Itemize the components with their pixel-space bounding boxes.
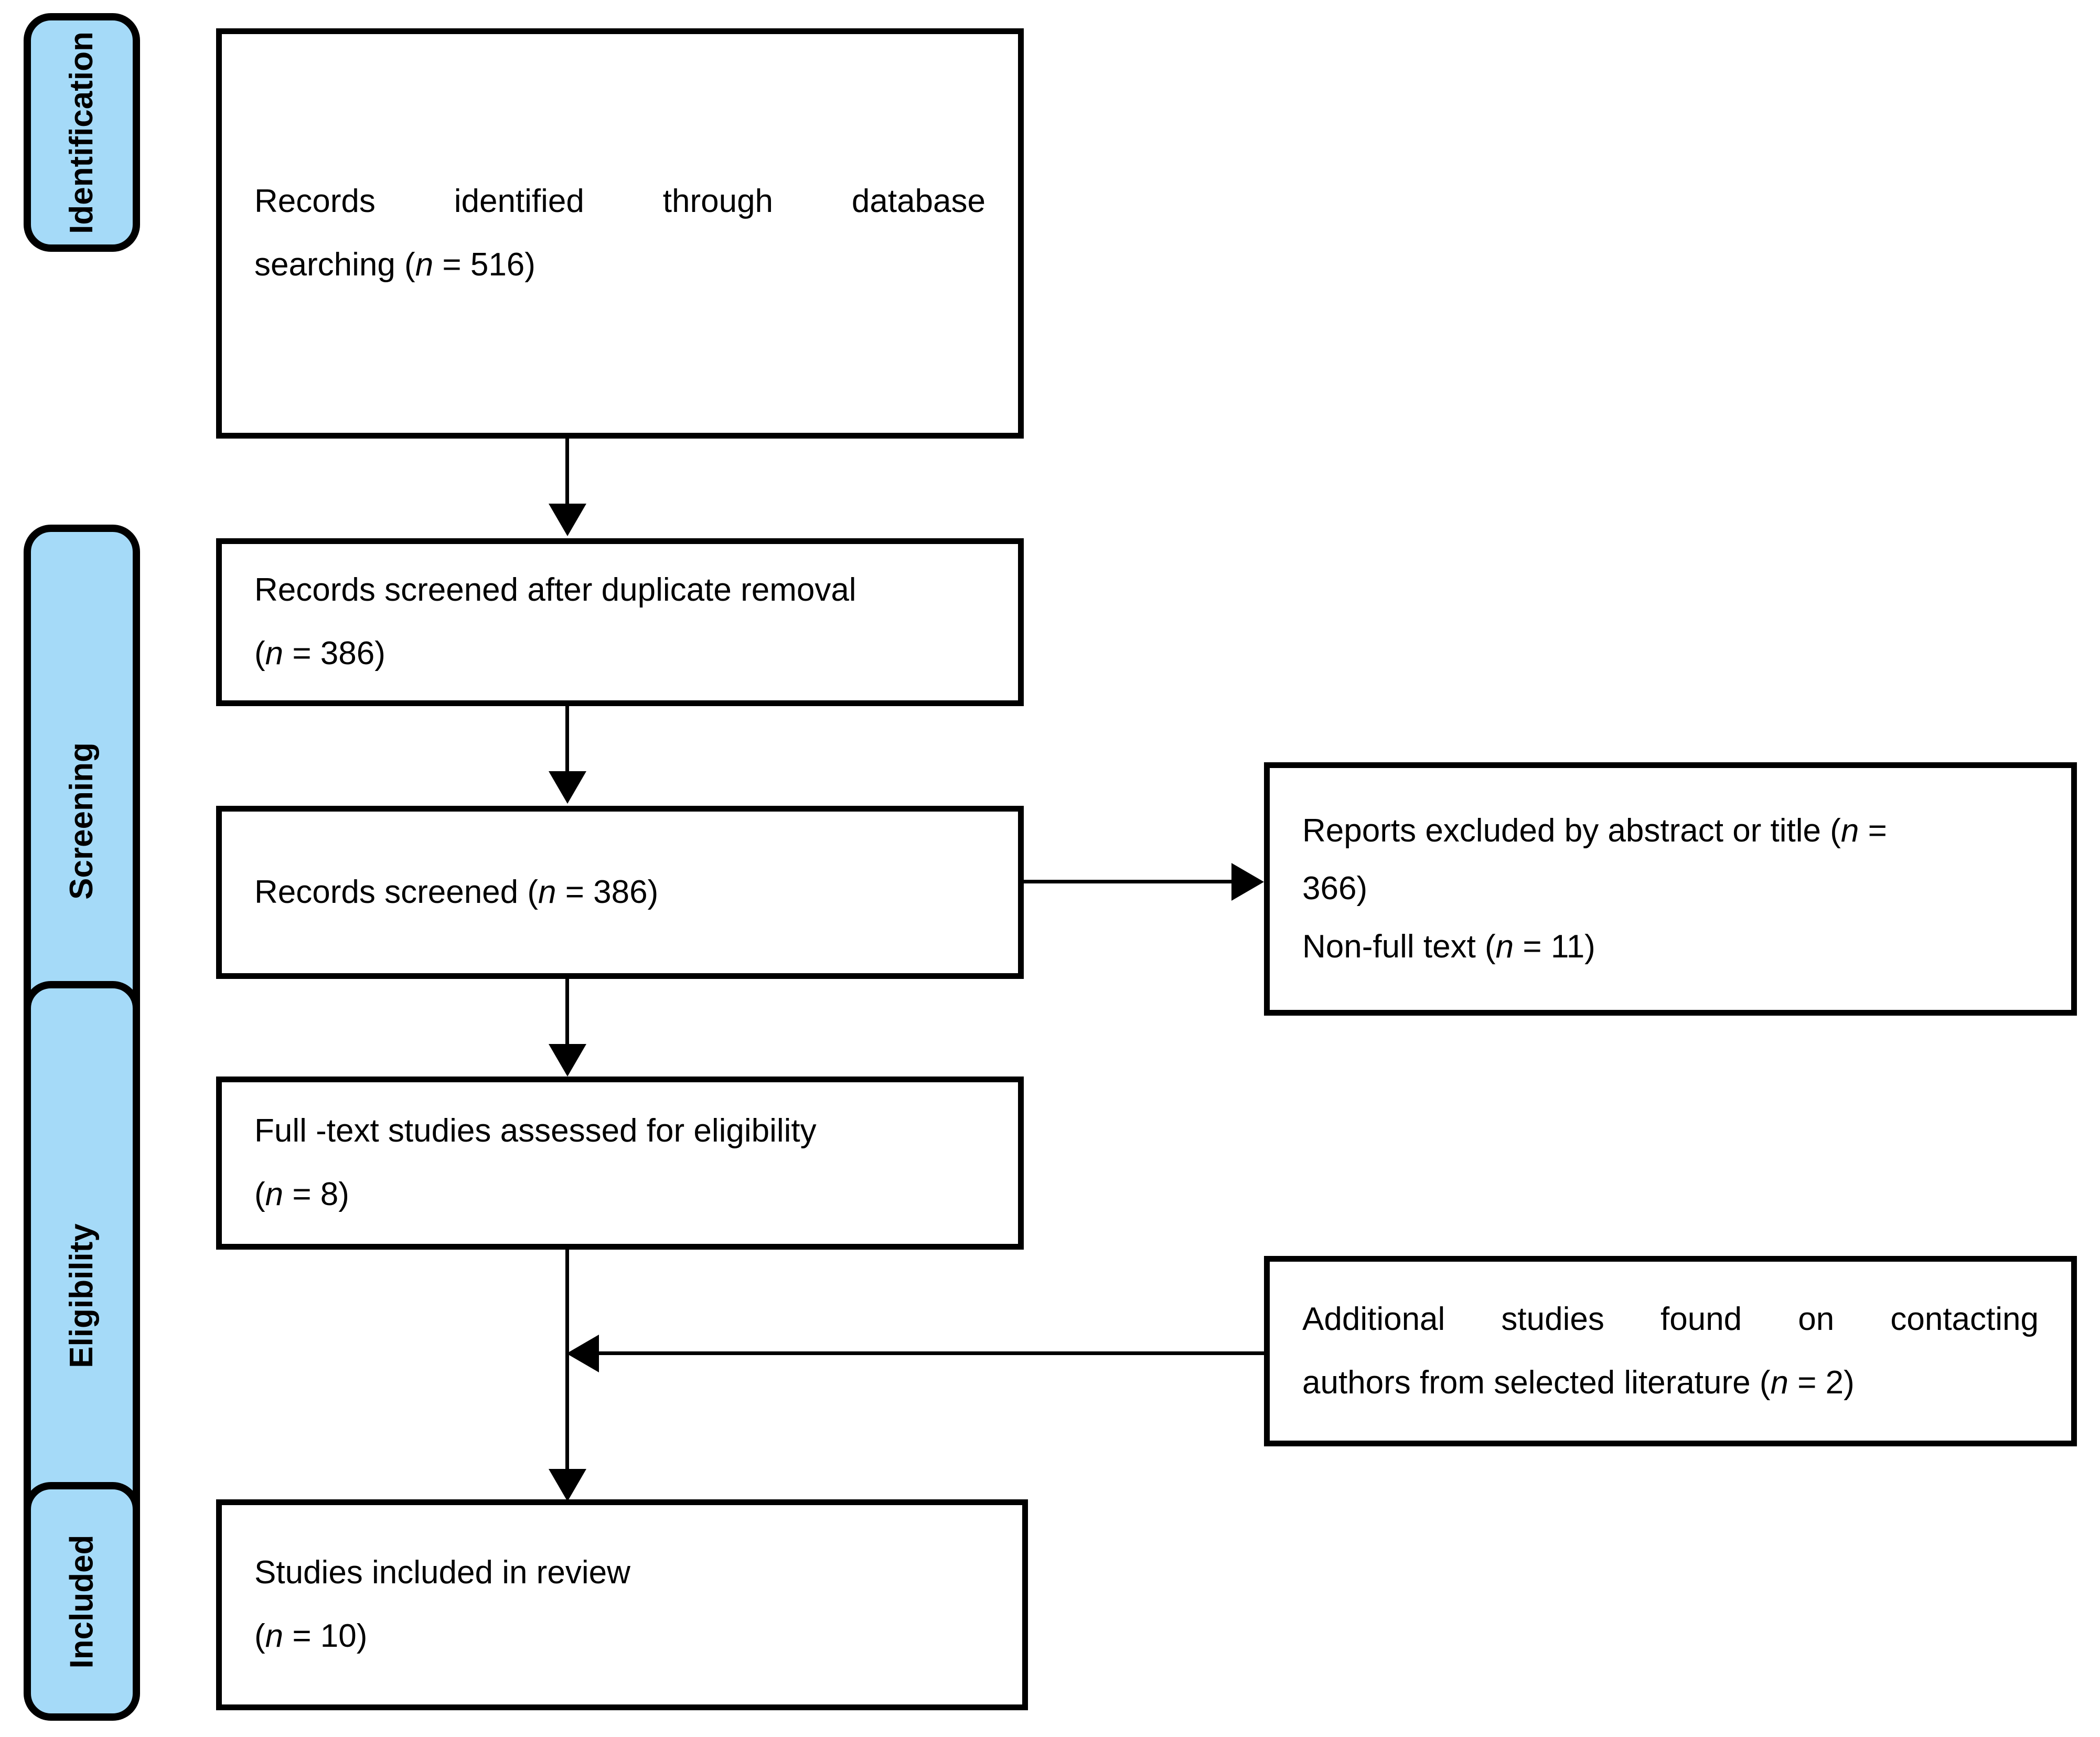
box-reports-excluded-line-1: Reports excluded by abstract or title (n… — [1302, 812, 1887, 849]
arrowhead-after-duplicates-to-screened — [549, 771, 586, 804]
box-full-text-studies-line-2: (n = 8) — [254, 1176, 349, 1212]
connector-screened-to-excluded — [1024, 880, 1234, 883]
connector-after-duplicates-to-screened — [565, 706, 569, 774]
connector-screened-to-fulltext — [565, 979, 569, 1047]
box-records-identified-line-1: Records identified through database — [254, 183, 985, 220]
box-records-screened-line-1: Records screened (n = 386) — [254, 873, 659, 910]
n-symbol: n — [1770, 1364, 1788, 1401]
connector-additional-to-fulltext-stem — [598, 1351, 1266, 1355]
box-studies-included-text: Studies included in review (n = 10) — [222, 1541, 1022, 1668]
box-full-text-studies-line-1: Full -text studies assessed for eligibil… — [254, 1113, 817, 1149]
stage-label-screening: Screening — [63, 742, 100, 900]
n-symbol: n — [1495, 928, 1514, 965]
box-records-screened-after-duplicate-removal: Records screened after duplicate removal… — [216, 538, 1024, 706]
n-symbol: n — [1840, 812, 1859, 849]
box-full-text-studies-text: Full -text studies assessed for eligibil… — [222, 1100, 1018, 1227]
box-records-screened-text: Records screened (n = 386) — [222, 861, 1018, 924]
box-studies-included-line-2: (n = 10) — [254, 1618, 368, 1654]
arrowhead-screened-to-excluded — [1231, 863, 1264, 901]
box-full-text-studies-assessed: Full -text studies assessed for eligibil… — [216, 1077, 1024, 1250]
box-reports-excluded: Reports excluded by abstract or title (n… — [1264, 762, 2077, 1016]
box-after-duplicates-text: Records screened after duplicate removal… — [222, 559, 1018, 686]
box-after-duplicates-line-1: Records screened after duplicate removal — [254, 572, 856, 609]
stage-pill-included: Included — [24, 1482, 140, 1721]
box-reports-excluded-line-3: Non-full text (n = 11) — [1302, 928, 1595, 965]
box-studies-included-line-1: Studies included in review — [254, 1554, 630, 1591]
box-after-duplicates-line-2: (n = 386) — [254, 635, 385, 672]
stage-label-eligibility: Eligibility — [63, 1223, 100, 1368]
n-symbol: n — [265, 1618, 284, 1654]
box-additional-studies-line-2: authors from selected literature (n = 2) — [1302, 1364, 1855, 1401]
box-records-screened: Records screened (n = 386) — [216, 806, 1024, 979]
box-records-identified-line-2: searching (n = 516) — [254, 247, 535, 283]
box-additional-studies-text: Additional studies found on contacting a… — [1270, 1288, 2071, 1415]
n-symbol: n — [415, 247, 434, 283]
stage-pill-identification: Identification — [24, 13, 140, 252]
box-reports-excluded-text: Reports excluded by abstract or title (n… — [1270, 802, 2071, 976]
arrowhead-identified-to-after-duplicates — [549, 504, 586, 536]
box-records-identified-text: Records identified through database sear… — [222, 170, 1018, 297]
connector-identified-to-after-duplicates — [565, 439, 569, 507]
box-reports-excluded-line-2: 366) — [1302, 870, 1368, 907]
box-additional-studies-found: Additional studies found on contacting a… — [1264, 1256, 2077, 1446]
arrowhead-screened-to-fulltext — [549, 1044, 586, 1077]
stage-label-identification: Identification — [63, 31, 100, 234]
n-symbol: n — [538, 873, 556, 910]
box-studies-included-in-review: Studies included in review (n = 10) — [216, 1499, 1028, 1710]
box-records-identified: Records identified through database sear… — [216, 28, 1024, 439]
arrowhead-additional-to-fulltext-stem — [566, 1335, 599, 1372]
n-symbol: n — [265, 1176, 284, 1212]
stage-label-included: Included — [63, 1534, 100, 1668]
n-symbol: n — [265, 635, 284, 672]
box-additional-studies-line-1: Additional studies found on contacting — [1302, 1301, 2039, 1337]
arrowhead-fulltext-to-included — [549, 1469, 586, 1501]
